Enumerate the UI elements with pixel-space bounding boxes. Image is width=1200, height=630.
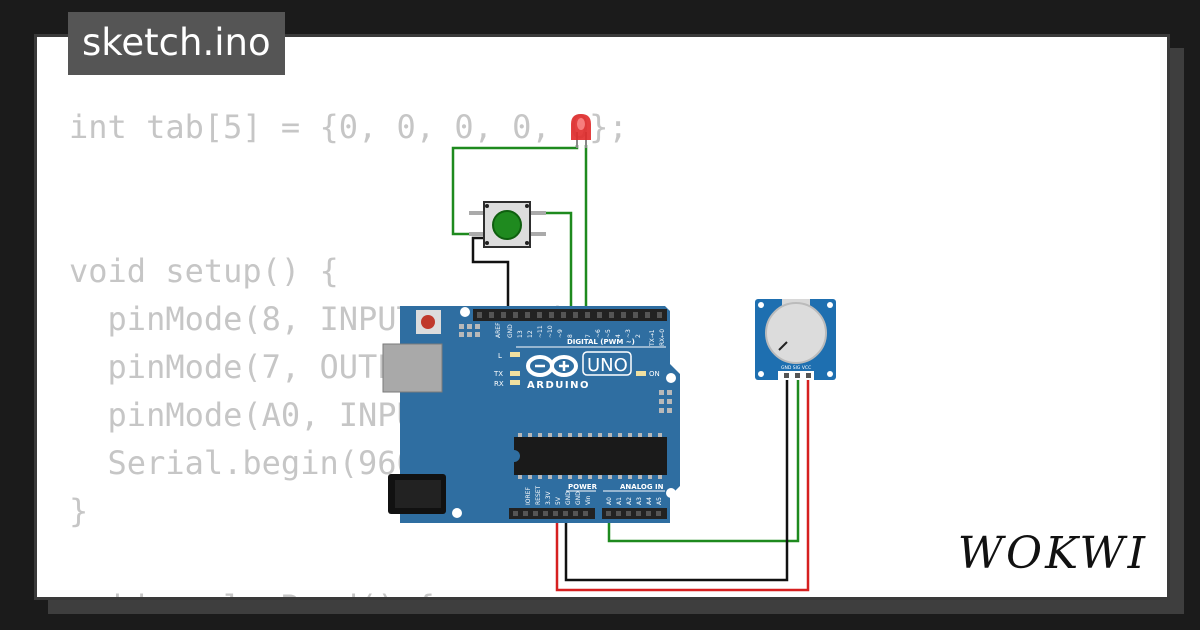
arduino-wordmark: ARDUINO [527, 380, 590, 391]
usb-connector [382, 343, 443, 393]
digital-pin-labels: AREF GND 13 12 ~11 ~10 ~9 8 7 ~6 ~5 4 ~3… [495, 322, 666, 347]
pin-label: IOREF [525, 487, 532, 505]
pin-label: A1 [616, 497, 623, 505]
code-preview: int tab[5] = {0, 0, 0, 0, 0}; void setup(… [69, 103, 628, 597]
pin-label: ~3 [625, 329, 632, 338]
pin-label: 5V [555, 496, 562, 505]
analog-header [602, 508, 667, 519]
code-line: void setup() { [69, 252, 339, 290]
code-line: int tab[5] = {0, 0, 0, 0, 0}; [69, 108, 628, 146]
pin-label: GND [575, 491, 582, 505]
rx-led-label: RX [494, 380, 504, 388]
pin-label: A5 [656, 497, 663, 505]
wire-pot-vcc-to-5v [555, 378, 810, 592]
pin-label: 12 [527, 330, 534, 338]
power-header-label: POWER [568, 483, 598, 491]
pin-label: GND [507, 324, 514, 338]
arduino-logo [526, 355, 578, 377]
tx-led-label: TX [493, 370, 503, 378]
pin-label: ~5 [605, 329, 612, 338]
code-line: } [69, 492, 89, 530]
wire-button-to-gnd [471, 236, 510, 312]
led[interactable] [571, 114, 591, 148]
pushbutton[interactable] [469, 201, 546, 248]
analog-header-label: ANALOG IN [620, 483, 664, 491]
pin-label: ~6 [595, 329, 602, 338]
pin-label: RX←0 [659, 329, 666, 346]
uno-badge [582, 351, 632, 376]
atmega-chip [514, 433, 667, 479]
digital-header-pins [477, 312, 662, 318]
pin-label: 13 [517, 330, 524, 338]
digital-header-label: DIGITAL (PWM ~) [567, 338, 635, 346]
pin-label: RESET [535, 485, 542, 505]
wire-pot-sig-to-a0 [607, 378, 800, 543]
pin-label: 3.3V [545, 490, 552, 505]
sketch-filename-tab[interactable]: sketch.ino [68, 12, 285, 75]
pin-label: ~10 [547, 325, 554, 338]
pin-label: ~9 [557, 329, 564, 338]
pin-label: 2 [635, 334, 642, 338]
pin-label: A0 [606, 497, 613, 505]
power-pin-labels: IOREF RESET 3.3V 5V GND GND Vin [525, 485, 592, 505]
on-led-label: ON [649, 370, 660, 378]
wire-button-to-pin8 [531, 211, 573, 312]
analog-pin-labels: A0 A1 A2 A3 A4 A5 [606, 497, 663, 505]
wire-pot-gnd-to-gnd [564, 378, 789, 582]
potentiometer-knob[interactable] [765, 302, 827, 364]
uno-model-label: UNO [587, 355, 628, 376]
pin-label: 7 [585, 334, 592, 338]
pin-label: TX→1 [649, 329, 656, 347]
pin-label: GND [565, 491, 572, 505]
l-led-label: L [498, 352, 502, 360]
pin-label: A2 [626, 497, 633, 505]
arduino-uno-board[interactable]: AREF GND 13 12 ~11 ~10 ~9 8 7 ~6 ~5 4 ~3… [382, 306, 680, 523]
code-line: void analogRead() { [69, 583, 628, 597]
wires [451, 145, 810, 592]
potentiometer-pin-labels: GND SIG VCC [781, 365, 811, 371]
pin-label: AREF [495, 322, 502, 338]
icsp-header [459, 324, 672, 413]
power-header [509, 508, 595, 519]
pin-label: A3 [636, 497, 643, 505]
pin-label: 4 [615, 334, 622, 338]
pin-label: Vin [585, 495, 592, 505]
digital-header [473, 309, 667, 321]
pin-label: A4 [646, 497, 653, 505]
wokwi-logo[interactable]: WOKWI [957, 528, 1148, 579]
potentiometer[interactable]: GND SIG VCC [755, 299, 836, 380]
knob-indicator [778, 341, 788, 351]
pin-label: ~11 [537, 325, 544, 338]
button-cap[interactable] [492, 210, 522, 240]
pin-label: 8 [567, 334, 574, 338]
